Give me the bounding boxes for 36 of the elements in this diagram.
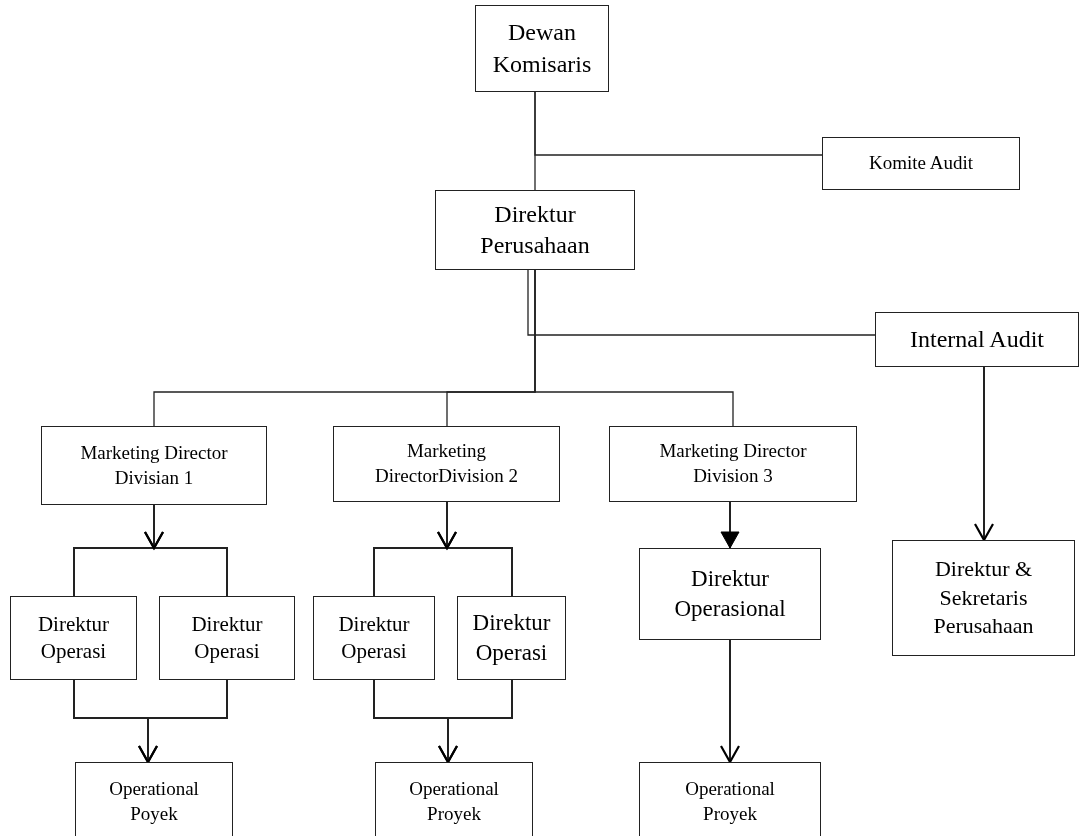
- org-box: [159, 596, 295, 680]
- org-box: [609, 426, 857, 502]
- org-box: [475, 5, 609, 92]
- box-label: Operational Proyek: [684, 777, 776, 826]
- org-box: [313, 596, 435, 680]
- box-label: Komite Audit: [869, 151, 973, 176]
- org-box: [375, 762, 533, 836]
- box-label: Direktur Perusahaan: [479, 199, 591, 260]
- org-box: [10, 596, 137, 680]
- org-box: [875, 312, 1079, 367]
- box-label: Direktur Operasi: [190, 610, 264, 665]
- arrow: [720, 501, 740, 549]
- org-box: [639, 762, 821, 836]
- box-label: Direktur Operasional: [673, 565, 787, 623]
- box-label: Dewan Komisaris: [491, 18, 593, 79]
- org-box: [435, 190, 635, 270]
- connector-line: [534, 269, 734, 427]
- box-label: Marketing Director Divisian 1: [79, 440, 229, 490]
- box-label: Operational Poyek: [108, 777, 200, 826]
- org-box: [41, 426, 267, 505]
- org-box: [457, 596, 566, 680]
- org-box: [333, 426, 560, 502]
- connector-line: [527, 269, 876, 336]
- box-label: Direktur & Sekretaris Perusahaan: [932, 555, 1035, 641]
- org-box: [75, 762, 233, 836]
- box-label: Marketing DirectorDivision 2: [374, 439, 519, 488]
- box-label: Direktur Operasi: [36, 610, 111, 665]
- org-box: [892, 540, 1075, 656]
- box-label: Marketing Director Division 3: [658, 439, 808, 488]
- org-box: [822, 137, 1020, 190]
- org-box: [639, 548, 821, 640]
- connector-line: [534, 91, 536, 191]
- box-label: Direktur Operasi: [337, 610, 411, 665]
- box-label: Operational Proyek: [408, 777, 500, 826]
- box-label: Direktur Operasi: [471, 609, 552, 667]
- box-label: Internal Audit: [910, 324, 1044, 354]
